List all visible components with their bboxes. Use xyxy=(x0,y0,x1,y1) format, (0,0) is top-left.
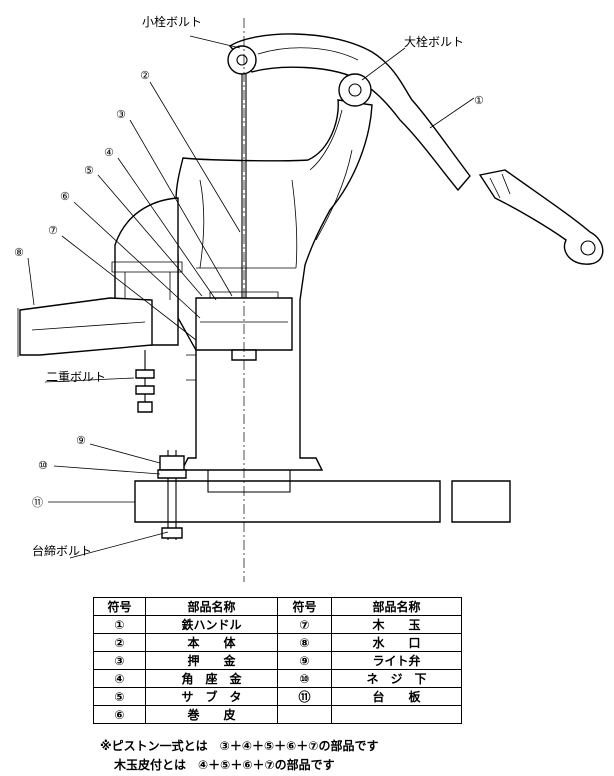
table-cell: ⑤ xyxy=(93,687,146,706)
table-cell: ⑦ xyxy=(277,615,332,634)
table-cell: ⑨ xyxy=(277,651,332,670)
base-bolt-drawing xyxy=(157,450,187,540)
callout-4: ④ xyxy=(104,146,114,159)
table-cell: 角 座 金 xyxy=(145,669,278,688)
pump-body xyxy=(175,99,373,471)
table-cell: ⑩ xyxy=(277,669,332,688)
table-row: ⑤ サ ブ タ ⑪ 台 板 xyxy=(93,687,462,706)
table-cell: 本 体 xyxy=(145,633,278,652)
table-header-row: 符号 部品名称 符号 部品名称 xyxy=(93,597,462,616)
callout-6: ⑥ xyxy=(60,190,70,203)
table-cell: ④ xyxy=(93,669,146,688)
callout-10: ⑩ xyxy=(38,459,48,472)
table-row: ⑥ 巻 皮 xyxy=(93,705,462,724)
leader-lines xyxy=(27,35,475,559)
table-cell: 押 金 xyxy=(145,651,278,670)
table-cell: ③ xyxy=(93,651,146,670)
table-cell: 水 口 xyxy=(331,633,462,652)
table-row: ④ 角 座 金 ⑩ ネ ジ 下 xyxy=(93,669,462,688)
table-cell xyxy=(331,705,462,724)
double-bolt-label: 二重ボルト xyxy=(46,370,106,384)
table-cell: 鉄ハンドル xyxy=(145,615,278,634)
table-cell: 巻 皮 xyxy=(145,705,278,724)
table-cell: ネ ジ 下 xyxy=(331,669,462,688)
table-row: ③ 押 金 ⑨ ライト弁 xyxy=(93,651,462,670)
note-piston-set: ※ピストン一式とは ③＋④＋⑤＋⑥＋⑦の部品です xyxy=(100,739,379,753)
note-wooden-ball-set: 木玉皮付とは ④＋⑤＋⑥＋⑦の部品です xyxy=(114,758,335,772)
header-symbol-left: 符号 xyxy=(93,597,146,616)
callout-5: ⑤ xyxy=(84,164,94,177)
table-cell: ② xyxy=(93,633,146,652)
table-cell: 台 板 xyxy=(331,687,462,706)
handle-grip xyxy=(478,169,604,265)
callout-1: ① xyxy=(474,94,484,107)
spout xyxy=(17,297,153,357)
table-cell: ⑥ xyxy=(93,705,146,724)
callout-8: ⑧ xyxy=(14,246,24,259)
base-plate xyxy=(134,459,511,523)
large-bolt-label: 大栓ボルト xyxy=(404,34,464,49)
table-row: ② 本 体 ⑧ 水 口 xyxy=(93,633,462,652)
table-cell: ライト弁 xyxy=(331,651,462,670)
table-cell: ① xyxy=(93,615,146,634)
table-row: ① 鉄ハンドル ⑦ 木 玉 xyxy=(93,615,462,634)
table-cell: ⑪ xyxy=(277,687,332,706)
table-cell: サ ブ タ xyxy=(145,687,278,706)
table-cell: ⑧ xyxy=(277,633,332,652)
base-bolt-label: 台締ボルト xyxy=(32,543,92,558)
table-cell xyxy=(277,705,332,724)
small-bolt-label: 小栓ボルト xyxy=(142,14,202,29)
callout-2: ② xyxy=(140,69,150,82)
table-cell: 木 玉 xyxy=(331,615,462,634)
header-part-name-right: 部品名称 xyxy=(331,597,462,616)
parts-table: 符号 部品名称 符号 部品名称 ① 鉄ハンドル ⑦ 木 玉 ② 本 体 ⑧ 水 … xyxy=(93,597,462,724)
callout-9: ⑨ xyxy=(76,434,86,447)
header-part-name-left: 部品名称 xyxy=(145,597,278,616)
header-symbol-right: 符号 xyxy=(277,597,332,616)
lever-handle xyxy=(227,33,471,192)
double-bolt-drawing xyxy=(135,350,155,413)
callout-7: ⑦ xyxy=(48,224,58,237)
pump-diagram: 小栓ボルト 大栓ボルト 二重ボルト 台締ボルト ① ② ③ ④ ⑤ ⑥ ⑦ ⑧ … xyxy=(14,14,604,582)
callout-11: ⑪ xyxy=(32,496,43,509)
callout-3: ③ xyxy=(116,108,126,121)
